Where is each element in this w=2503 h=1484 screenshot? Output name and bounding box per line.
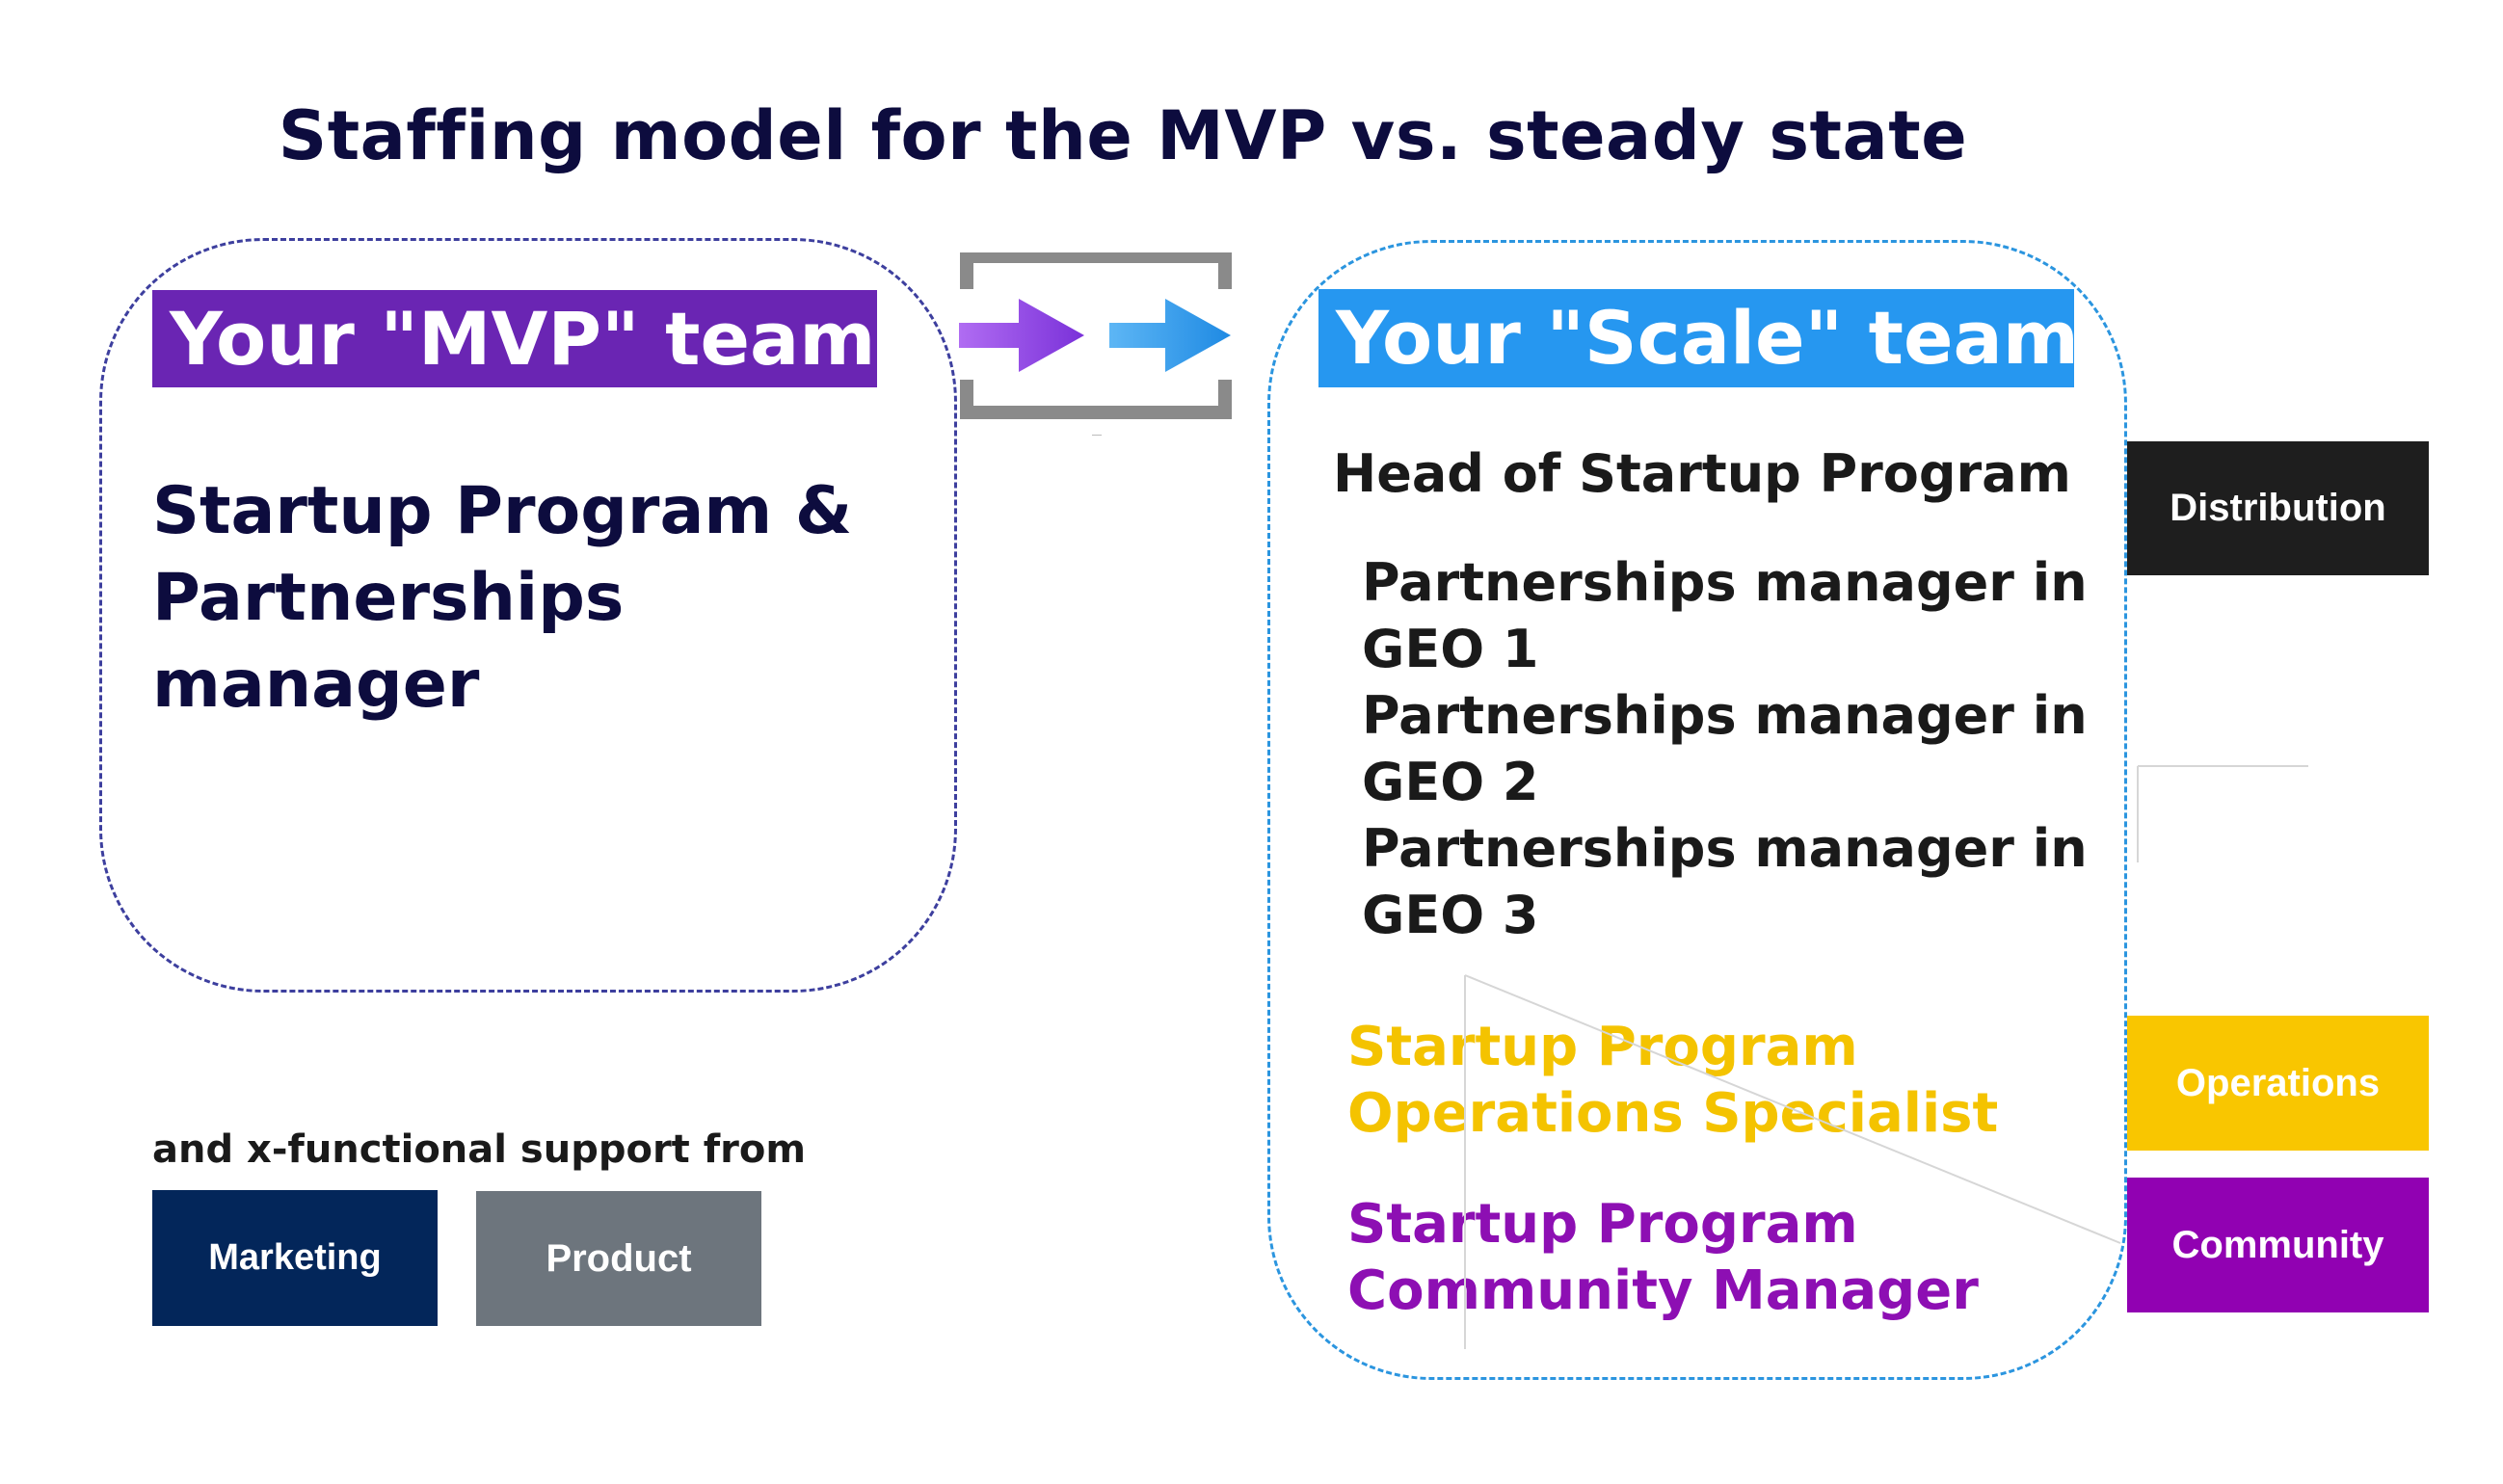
community-tag: Community — [2127, 1178, 2429, 1312]
page-title: Staffing model for the MVP vs. steady st… — [278, 96, 1968, 175]
mvp-role: Startup Program & Partnerships manager — [152, 473, 853, 723]
operations-tag: Operations — [2127, 1016, 2429, 1151]
mvp-team-container — [99, 238, 957, 993]
partnerships-manager-geo-2: Partnerships manager in GEO 2 — [1362, 685, 2088, 812]
partnerships-manager-geo-3: Partnerships manager in GEO 3 — [1362, 818, 2088, 945]
partnerships-manager-geo-1: Partnerships manager in GEO 1 — [1362, 552, 2088, 679]
product-chip: Product — [476, 1191, 761, 1326]
head-of-program-role: Head of Startup Program — [1333, 443, 2071, 504]
scale-team-container — [1267, 240, 2127, 1380]
mvp-team-banner: Your "MVP" team — [152, 290, 877, 387]
partnerships-manager-list: Partnerships manager in GEO 1 Partnershi… — [1362, 549, 2094, 948]
scale-team-banner: Your "Scale" team — [1318, 289, 2074, 387]
distribution-tag: Distribution — [2127, 441, 2429, 575]
operations-specialist-role: Startup Program Operations Specialist — [1347, 1016, 1999, 1145]
community-manager-role: Startup Program Community Manager — [1347, 1193, 1979, 1322]
arrows-right-icon — [959, 252, 1232, 436]
marketing-chip: Marketing — [152, 1190, 438, 1326]
support-label: and x-functional support from — [152, 1127, 807, 1172]
